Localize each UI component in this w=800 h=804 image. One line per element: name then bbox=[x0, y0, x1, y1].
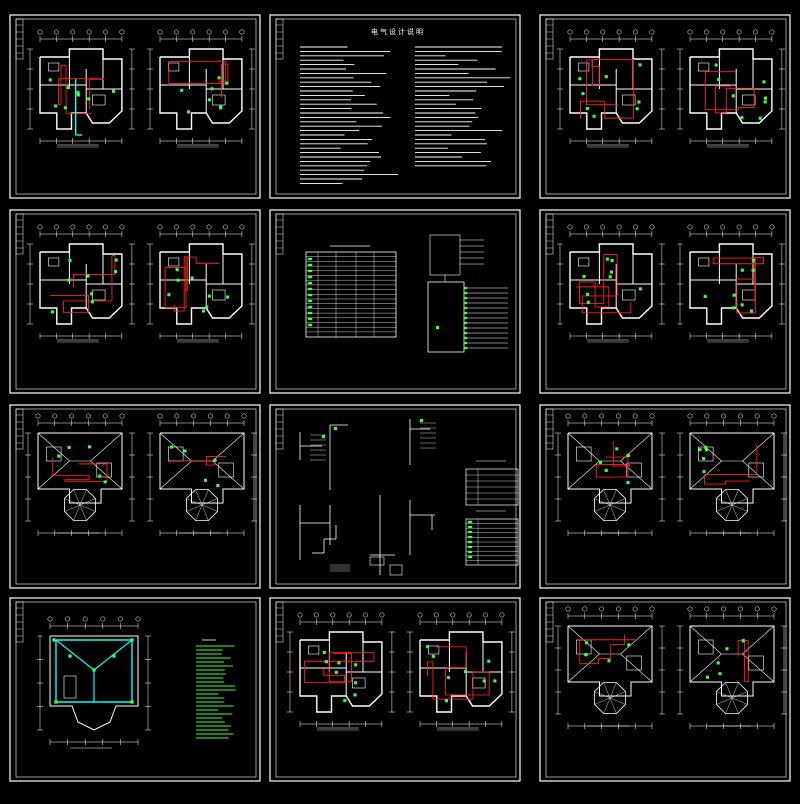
notes-title: 电气设计说明 bbox=[371, 27, 425, 36]
drawing-sheet-12[interactable] bbox=[539, 597, 791, 782]
drawing-sheet-2[interactable] bbox=[269, 14, 521, 199]
drawing-sheet-11[interactable] bbox=[269, 597, 521, 782]
drawing-sheet-1[interactable] bbox=[9, 14, 261, 199]
drawing-sheet-9[interactable] bbox=[539, 404, 791, 589]
drawing-sheet-7[interactable] bbox=[9, 404, 261, 589]
drawing-sheet-5[interactable] bbox=[269, 209, 521, 394]
drawing-sheet-10[interactable] bbox=[9, 597, 261, 782]
drawing-sheet-8[interactable] bbox=[269, 404, 521, 589]
drawing-sheet-6[interactable] bbox=[539, 209, 791, 394]
drawing-sheet-4[interactable] bbox=[9, 209, 261, 394]
drawing-sheet-3[interactable] bbox=[539, 14, 791, 199]
